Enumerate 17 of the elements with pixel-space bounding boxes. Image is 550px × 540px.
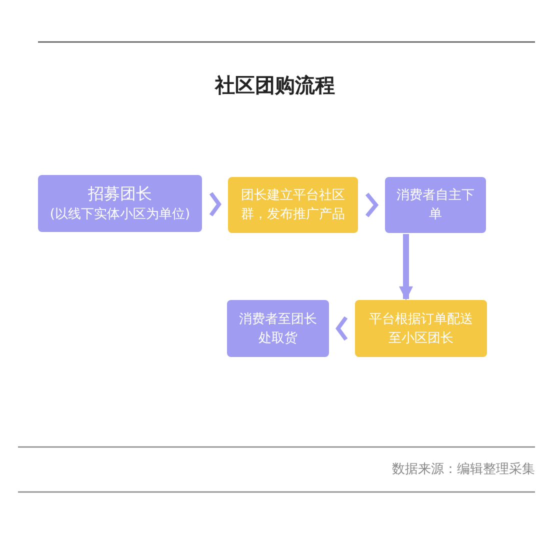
chevron-arrow — [209, 192, 222, 216]
box-text: 消费者自主下单 — [396, 187, 476, 224]
box-heading: 招募团长 — [88, 183, 152, 205]
title: 社区团购流程 — [214, 72, 336, 99]
process-box — [385, 177, 486, 233]
process-box — [228, 177, 358, 233]
chevron-arrow — [365, 192, 379, 218]
chevron-arrow — [336, 316, 348, 341]
box-text: 团长建立平台社区群，发布推广产品 — [240, 187, 346, 224]
box-text: 消费者至团长处取货 — [238, 310, 318, 348]
arrow — [399, 234, 413, 300]
process-box — [227, 300, 329, 357]
source-note: 数据来源：编辑整理采集 — [392, 461, 535, 478]
box-text: 平台根据订单配送至小区团长 — [368, 310, 474, 348]
box-text: (以线下实体小区为单位) — [50, 206, 190, 224]
process-box — [38, 175, 202, 232]
process-box — [355, 300, 487, 357]
